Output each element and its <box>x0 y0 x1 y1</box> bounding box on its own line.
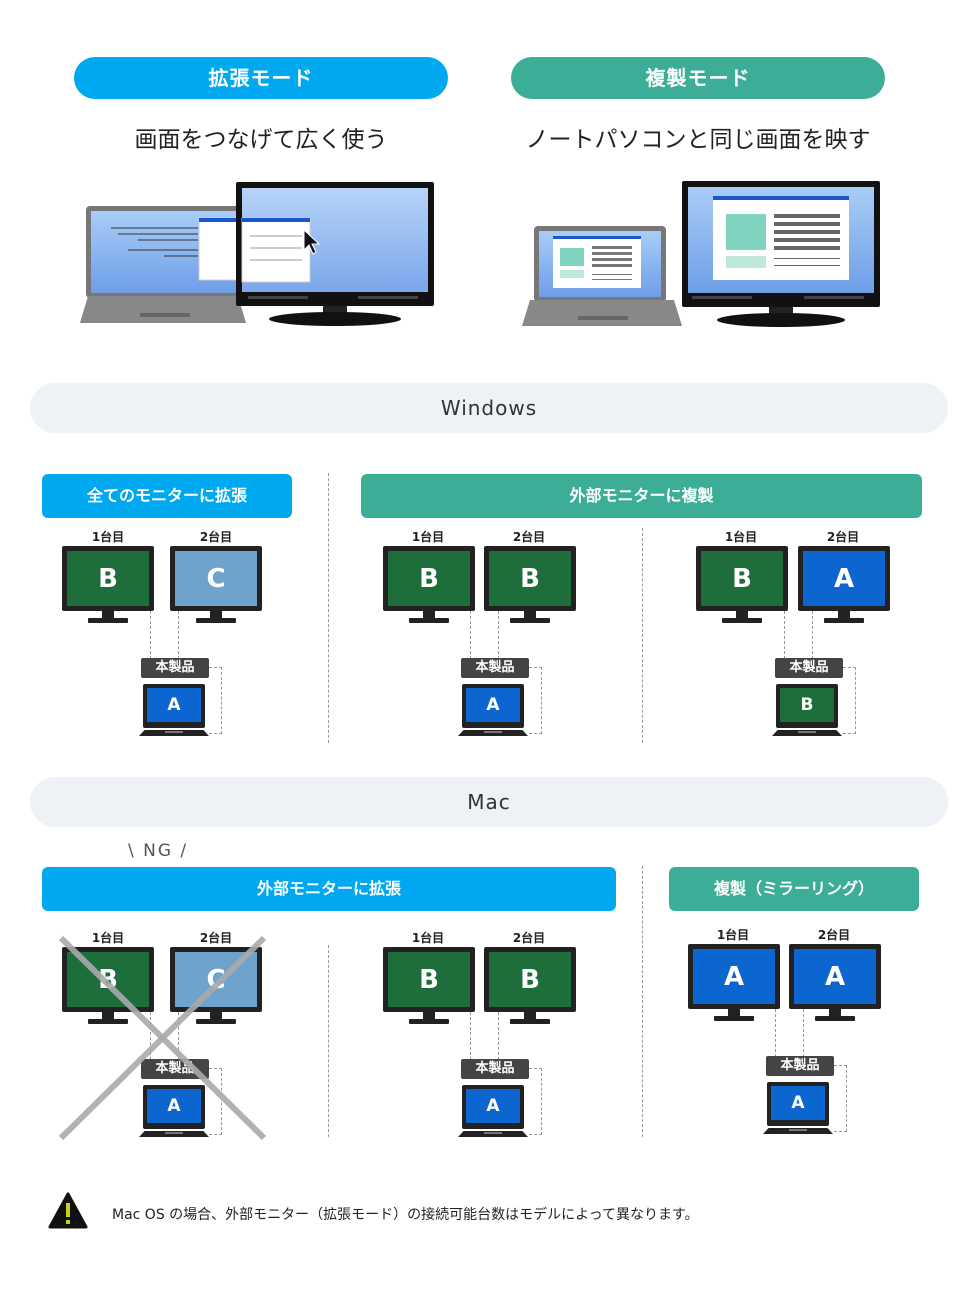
warning-icon <box>48 1192 88 1229</box>
monitor-2: C <box>170 546 262 623</box>
monitor-2-screen: A <box>794 949 876 1004</box>
monitor-2-screen: C <box>175 952 257 1007</box>
mac-extend-header: 外部モニターに拡張 <box>42 867 616 911</box>
monitor-1: B <box>696 546 788 623</box>
monitor-2-screen: B <box>489 952 571 1007</box>
windows-band: Windows <box>30 383 948 433</box>
mirror-mode-subtitle: ノートパソコンと同じ画面を映す <box>525 127 871 153</box>
monitor-2-screen: B <box>489 551 571 606</box>
mac-separator-2 <box>642 866 643 1137</box>
monitor-1-label: 1台目 <box>724 530 758 544</box>
windows-extend-header: 全てのモニターに拡張 <box>42 474 292 518</box>
monitor-2-label: 2台目 <box>826 530 860 544</box>
laptop-screen: A <box>466 688 520 722</box>
monitor-1: B <box>62 546 154 623</box>
monitor-1-screen: B <box>388 551 470 606</box>
monitor-1-label: 1台目 <box>716 928 750 942</box>
windows-mirror-header: 外部モニターに複製 <box>361 474 922 518</box>
monitor-1-screen: B <box>388 952 470 1007</box>
monitor-1: B <box>383 546 475 623</box>
extend-mode-illustration <box>80 182 434 326</box>
monitor-2-label: 2台目 <box>512 931 546 945</box>
mac-band: Mac <box>30 777 948 827</box>
product-tag: 本製品 <box>766 1056 834 1076</box>
ng-cross-icon <box>58 935 267 1141</box>
laptop: A <box>763 1082 833 1140</box>
product-tag: 本製品 <box>141 658 209 678</box>
ng-label: \ NG / <box>128 841 189 861</box>
laptop: A <box>458 684 528 742</box>
monitor-2: B <box>484 947 576 1024</box>
monitor-1: B <box>383 947 475 1024</box>
monitor-1-screen: B <box>67 551 149 606</box>
monitor-1: A <box>688 944 780 1021</box>
monitor-1-label: 1台目 <box>411 931 445 945</box>
mac-note: Mac OS の場合、外部モニター（拡張モード）の接続可能台数はモデルによって異… <box>112 1207 699 1223</box>
laptop-screen: B <box>780 688 834 722</box>
laptop: A <box>139 684 209 742</box>
laptop: B <box>772 684 842 742</box>
monitor-2-screen: C <box>175 551 257 606</box>
mac-mirror-header: 複製（ミラーリング） <box>669 867 919 911</box>
monitor-2-label: 2台目 <box>817 928 851 942</box>
monitor-1-label: 1台目 <box>91 931 125 945</box>
extend-mode-pill: 拡張モード <box>74 57 448 99</box>
monitor-1-label: 1台目 <box>411 530 445 544</box>
monitor-1-label: 1台目 <box>91 530 125 544</box>
laptop-screen: A <box>771 1086 825 1120</box>
mac-separator-1 <box>328 945 329 1137</box>
product-tag: 本製品 <box>775 658 843 678</box>
laptop: A <box>139 1085 209 1143</box>
monitor-2: A <box>798 546 890 623</box>
mirror-mode-illustration <box>522 181 880 327</box>
monitor-1-screen: B <box>701 551 783 606</box>
monitor-2-label: 2台目 <box>199 931 233 945</box>
monitor-2: B <box>484 546 576 623</box>
monitor-2-screen: A <box>803 551 885 606</box>
windows-separator-1 <box>328 473 329 743</box>
windows-separator-2 <box>642 528 643 743</box>
laptop-screen: A <box>466 1089 520 1123</box>
laptop-screen: A <box>147 688 201 722</box>
monitor-2-label: 2台目 <box>199 530 233 544</box>
monitor-2-label: 2台目 <box>512 530 546 544</box>
monitor-1-screen: A <box>693 949 775 1004</box>
laptop-screen: A <box>147 1089 201 1123</box>
product-tag: 本製品 <box>461 1059 529 1079</box>
laptop: A <box>458 1085 528 1143</box>
extend-mode-subtitle: 画面をつなげて広く使う <box>134 127 388 153</box>
monitor-2: A <box>789 944 881 1021</box>
product-tag: 本製品 <box>461 658 529 678</box>
mirror-mode-pill: 複製モード <box>511 57 885 99</box>
